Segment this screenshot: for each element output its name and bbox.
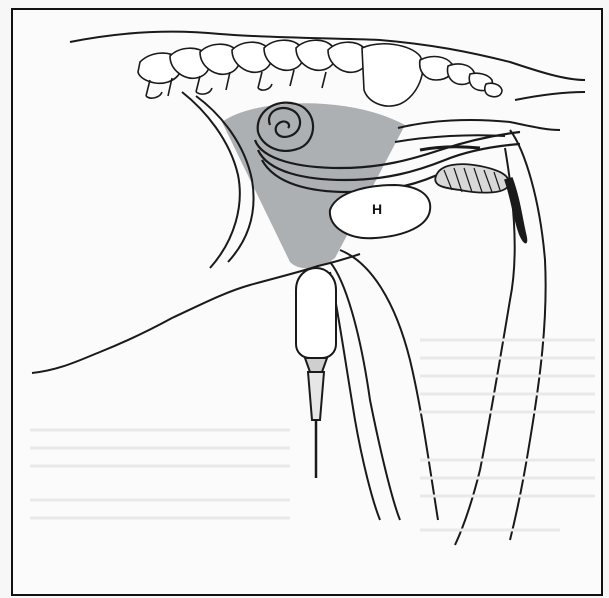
dark-duct-upper xyxy=(420,147,480,150)
pelvic-outline-upper xyxy=(398,120,560,130)
thigh-outline-3 xyxy=(330,272,380,520)
probe-head xyxy=(296,268,336,358)
vertebral-column xyxy=(138,40,502,106)
probe-handle xyxy=(308,372,324,420)
hatched-structure xyxy=(435,164,509,192)
ultrasound-probe xyxy=(296,268,336,478)
dorsal-outline-inner xyxy=(515,92,585,100)
pelvic-outline-lower xyxy=(395,135,505,142)
probe-neck xyxy=(305,358,327,372)
organ-h-label: H xyxy=(372,201,382,217)
hindlimb-outline-inner xyxy=(455,148,515,545)
dark-duct xyxy=(505,178,527,243)
